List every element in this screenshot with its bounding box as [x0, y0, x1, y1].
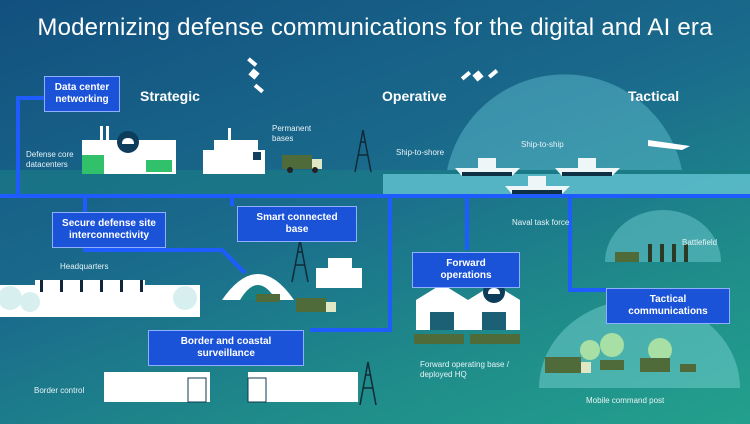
border-control-label: Border control	[34, 386, 85, 395]
datacenter-building	[82, 126, 176, 174]
headquarters-building	[0, 280, 200, 317]
sea	[383, 174, 750, 196]
mobile-command-post-label: Mobile command post	[586, 396, 665, 405]
forward-vehicles	[414, 334, 520, 344]
zone-strategic: Strategic	[140, 88, 200, 104]
smart-connected-base-tag: Smart connected base	[237, 206, 357, 242]
satellite-icon-2	[460, 69, 499, 82]
tactical-communications-tag: Tactical communications	[606, 288, 730, 324]
radio-tower-icon-3	[359, 361, 377, 406]
page-title: Modernizing defense communications for t…	[37, 14, 713, 41]
satellite-icon	[247, 57, 264, 94]
secure-site-interconnectivity-tag: Secure defense site interconnectivity	[52, 212, 166, 248]
ship-to-ship-label: Ship-to-ship	[521, 140, 564, 149]
armored-vehicle	[316, 258, 362, 288]
forward-operating-base	[416, 281, 520, 330]
military-truck	[282, 155, 322, 173]
battlefield-troops	[615, 244, 688, 262]
permanent-base-building	[203, 128, 265, 174]
zone-tactical: Tactical	[628, 88, 680, 104]
naval-task-force-label: Naval task force	[512, 218, 570, 227]
ship-hull	[462, 172, 612, 194]
data-center-networking-tag: Data center networking	[44, 76, 120, 112]
battlefield-dome	[605, 210, 721, 262]
support-vehicles	[256, 294, 336, 312]
defense-core-label: Defense core datacenters	[26, 150, 74, 169]
radio-tower-icon	[354, 129, 372, 173]
permanent-bases-label: Permanent bases	[272, 124, 312, 143]
border-coastal-surveillance-tag: Border and coastal surveillance	[148, 330, 304, 366]
radio-tower-icon-2	[291, 239, 309, 283]
forward-operations-tag: Forward operations	[412, 252, 520, 288]
mobile-command-post	[545, 333, 696, 373]
battlefield-label: Battlefield	[682, 238, 718, 247]
border-fence	[104, 372, 358, 403]
forward-operating-base-label: Forward operating base / deployed HQ	[420, 360, 509, 379]
operative-dome	[447, 74, 682, 170]
zone-operative: Operative	[382, 88, 447, 104]
network-lines	[0, 96, 750, 332]
ship-to-shore-label: Ship-to-shore	[396, 148, 445, 157]
jet-icon	[648, 140, 690, 150]
headquarters-label: Headquarters	[60, 262, 109, 271]
